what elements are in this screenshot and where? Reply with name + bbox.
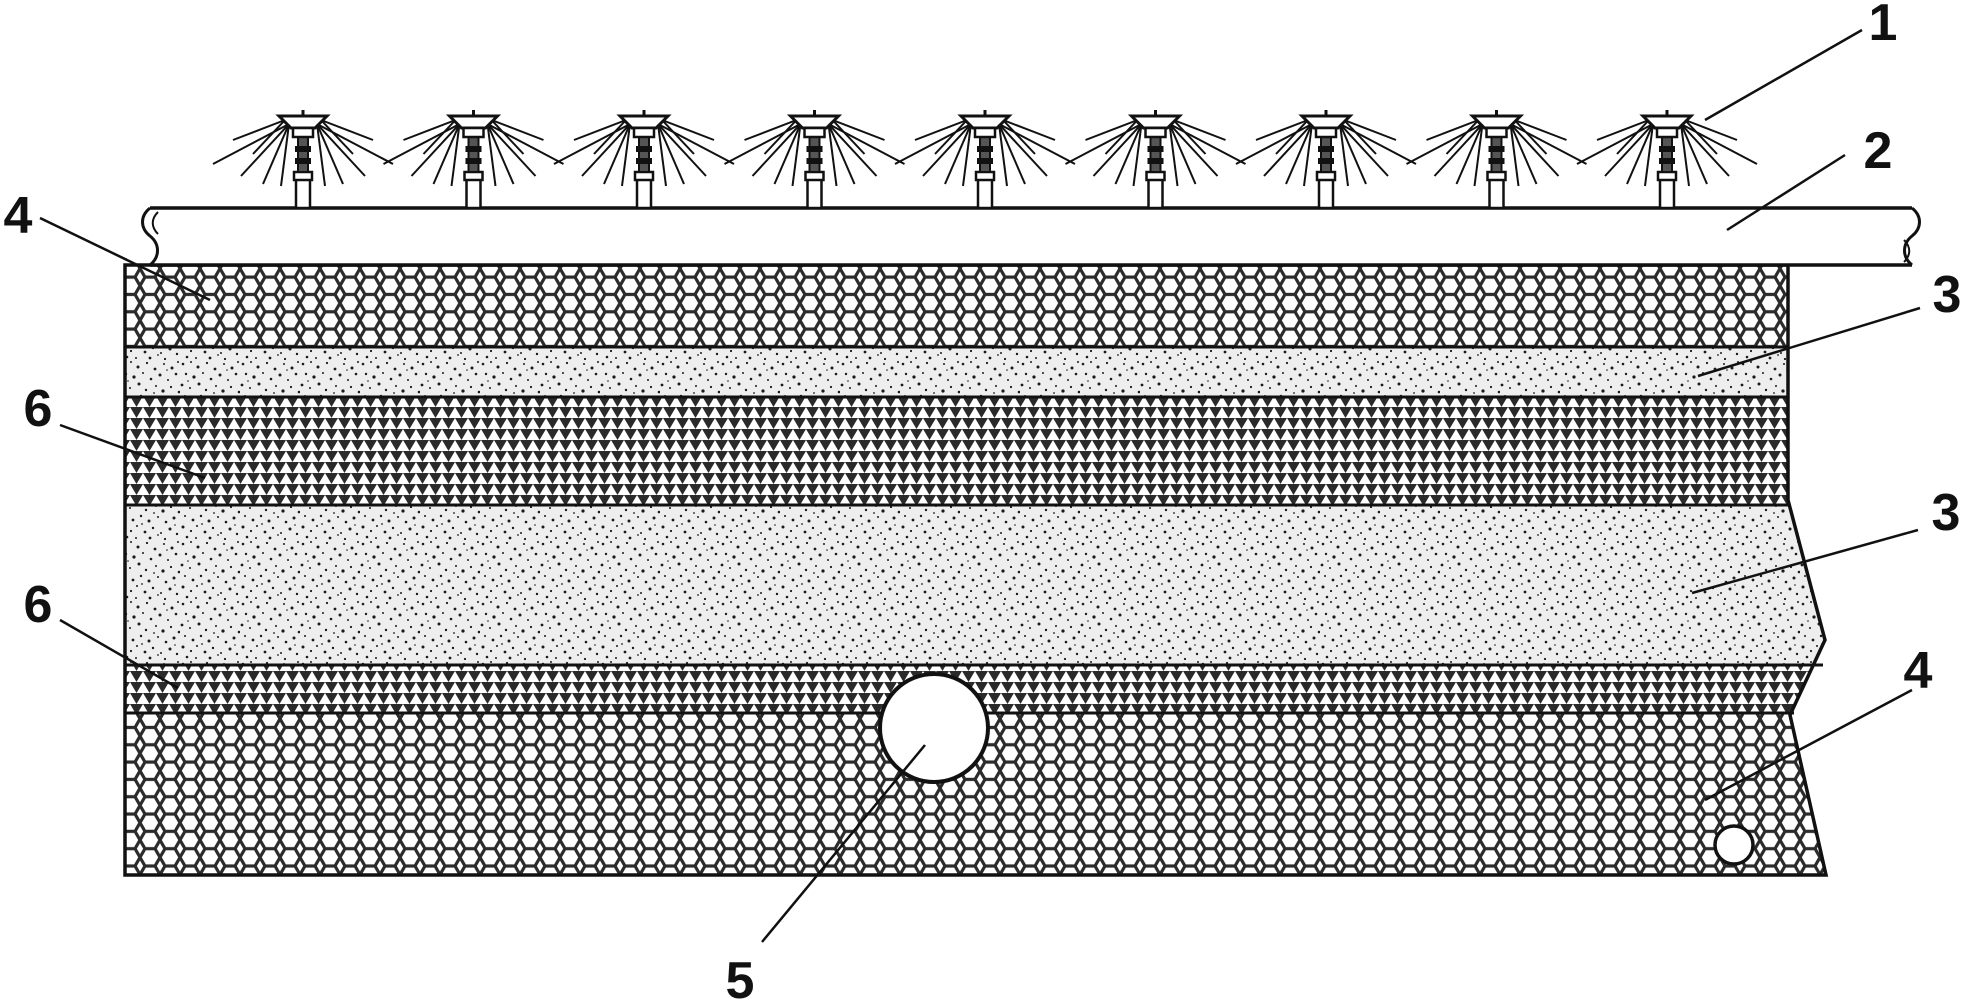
sprinkler-head <box>1406 110 1587 210</box>
distribution-pipe <box>141 206 1921 267</box>
sand-layer-top <box>125 347 1826 397</box>
sprinkler-row <box>212 110 1758 210</box>
leader-line-4-left <box>39 216 211 302</box>
label-4-right: 4 <box>1904 642 1933 700</box>
leader-line-6-lower <box>59 618 179 690</box>
layer-stack <box>125 265 1826 875</box>
sprinkler-head <box>724 110 905 210</box>
leader-line-6-upper <box>59 423 206 480</box>
sprinkler-head <box>1576 110 1758 210</box>
leader-line-5 <box>761 744 926 943</box>
label-3-upper: 3 <box>1933 266 1962 324</box>
label-3-lower: 3 <box>1932 484 1961 542</box>
triangle-mesh-layer-upper <box>125 397 1826 505</box>
label-5: 5 <box>726 952 755 1006</box>
sprinkler-head <box>894 110 1076 210</box>
sprinkler-head <box>1065 110 1246 210</box>
label-6-lower: 6 <box>24 576 53 634</box>
label-4-left: 4 <box>4 187 33 245</box>
leader-lines <box>39 28 1921 943</box>
sand-layer-middle <box>125 505 1826 665</box>
layer-boundaries <box>125 345 1823 715</box>
leader-line-3-upper <box>1697 306 1921 378</box>
reference-labels: 1 2 3 3 4 4 5 6 6 <box>4 0 1962 1006</box>
large-drain-pipe <box>878 672 990 784</box>
sprinkler-head <box>212 110 394 210</box>
sprinkler-head <box>383 110 564 210</box>
structure-outline <box>123 263 1829 877</box>
label-6-upper: 6 <box>24 380 53 438</box>
leader-line-1 <box>1704 28 1863 122</box>
hexagon-mesh-layer-top <box>125 265 1826 347</box>
small-drain-pipe <box>1713 824 1755 866</box>
label-1: 1 <box>1869 0 1898 52</box>
sprinkler-head <box>1235 110 1417 210</box>
sprinkler-head <box>553 110 735 210</box>
label-2: 2 <box>1864 122 1893 180</box>
leader-line-4-right <box>1704 688 1913 802</box>
leader-line-3-lower <box>1691 528 1919 595</box>
leader-line-2 <box>1726 153 1846 232</box>
